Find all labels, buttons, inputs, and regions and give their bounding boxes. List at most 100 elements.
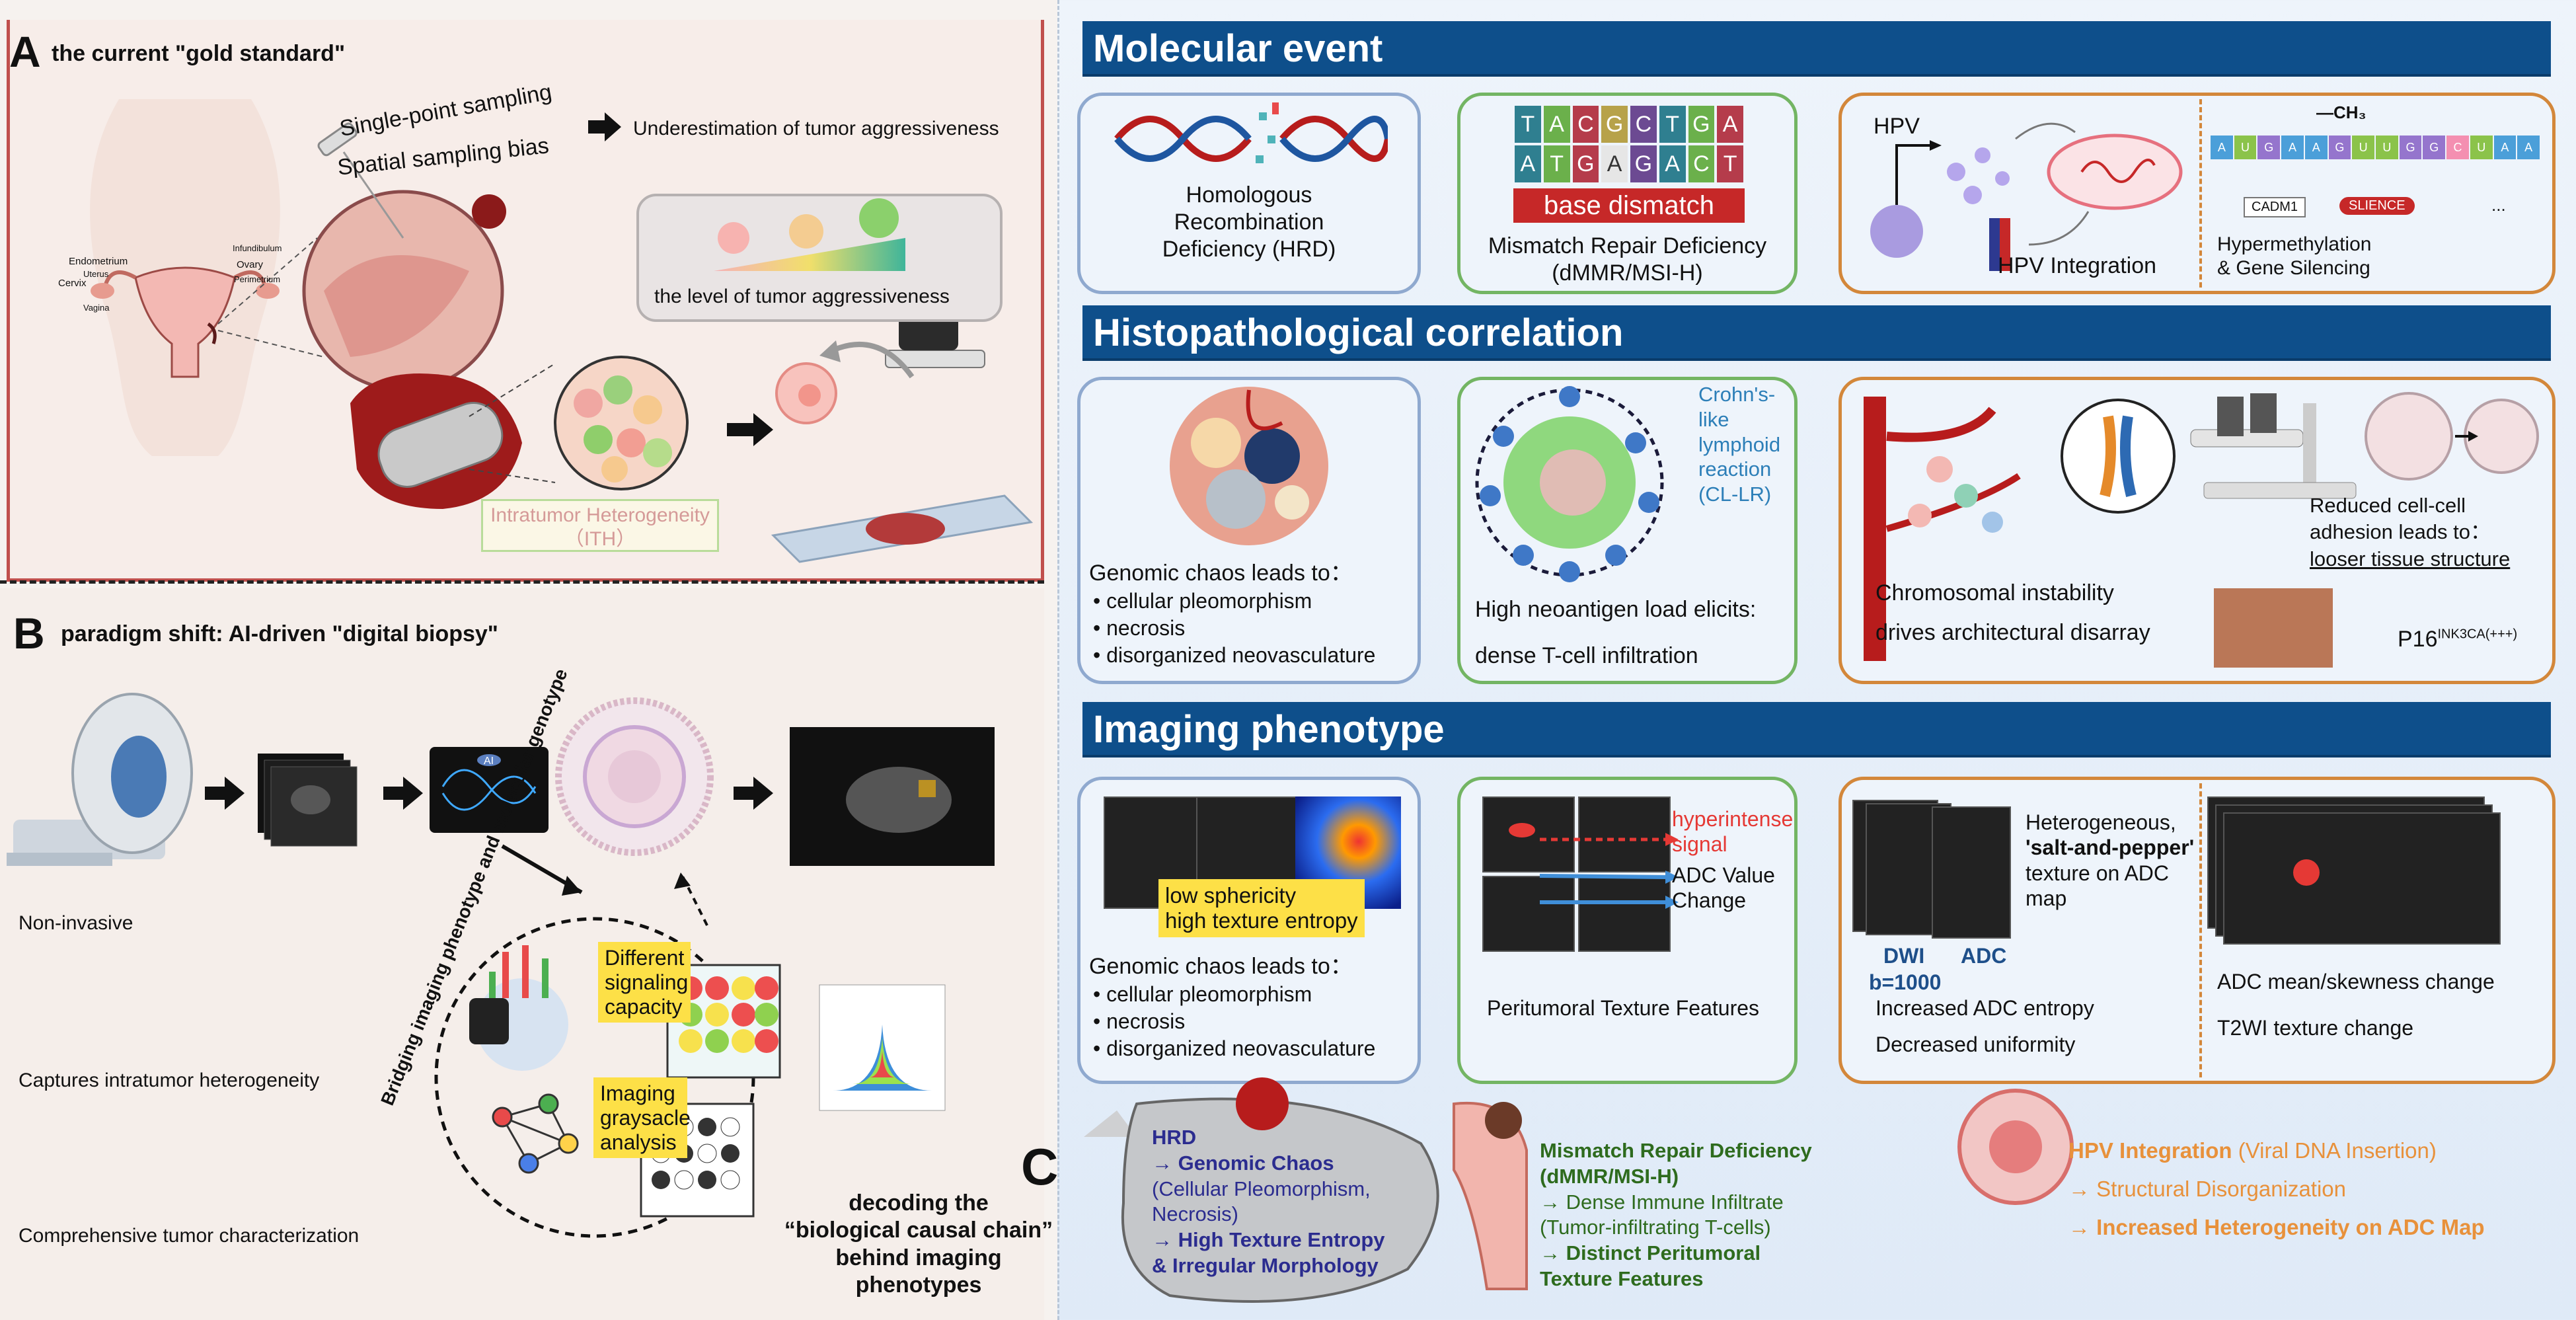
panel-c-caption-line3: behind imaging phenotypes [835,1245,1002,1298]
looser-tissue-line: looser tissue structure [2310,547,2511,570]
peritumoral-arrows [1539,833,1679,909]
mmr-chain-3: → Dense Immune Infiltrate [1540,1190,1784,1214]
hrd-chain-2: → Genomic Chaos [1152,1151,1334,1175]
dec-uniformity-label: Decreased uniformity [1875,1032,2076,1056]
crohn-line5: (CL-LR) [1698,483,1772,506]
dwi-label: DWI [1883,944,1925,968]
mmr-chain-6: Texture Features [1540,1266,1704,1290]
hpv-label: HPV [1874,114,1920,139]
hrd-line1: Homologous [1186,182,1312,208]
seq-base-3: A [2281,136,2304,159]
adc-change-line2: Change [1672,888,1747,913]
panel-b-letter: B [13,609,45,658]
tumor-cell-cluster [1170,387,1328,545]
base-dna_top-3: G [1601,106,1628,143]
mmr-chain-5: → Distinct Peritumoral [1540,1241,1761,1264]
hpv-box [1838,93,2556,294]
histo-genomic-intro: Genomic chaos leads to： [1089,561,1353,586]
t2wi-stack [2207,796,2505,949]
hrd-chain-3: (Cellular Pleomorphism, [1152,1177,1371,1200]
panel-c-caption-line2: “biological causal chain” [784,1218,1053,1243]
ith-line2: （ITH） [564,528,636,550]
panel-a-illustration [90,99,1034,563]
adc-divider [2199,783,2202,1077]
crohn-line1: Crohn's- [1698,383,1776,406]
hpv-integration-label: HPV Integration [1998,253,2157,278]
seq-base-7: U [2376,136,2398,159]
inc-entropy-label: Increased ADC entropy [1875,996,2094,1020]
tissue-slide [771,494,1034,563]
chrom-line1: Chromosomal instability [1875,580,2114,605]
mmr-caption-line2: (dMMR/MSI-H) [1552,260,1703,286]
mmr-chain: Mismatch Repair Deficiency (dMMR/MSI-H) … [1540,1138,1812,1292]
different-signaling-label: Different signaling capacity [598,942,691,1023]
dwi-adc-stack [1852,800,2018,939]
imaging-genomic-text: Genomic chaos leads to： cellular pleomor… [1089,952,1420,1062]
hpv-chain-2: (Viral DNA Insertion) [2238,1138,2437,1163]
panel-c-caption: decoding the “biological causal chain” b… [773,1190,1064,1300]
biopsy-needle [317,122,404,239]
chromosomal-illustration [1864,392,2539,668]
hpv-chain-4: → Increased Heterogeneity on ADC Map [2068,1214,2485,1239]
panel-c-letter: C [1021,1138,1059,1196]
histo-bullet-1: cellular pleomorphism [1093,588,1420,615]
signaling-cell-grid [666,964,781,1079]
seq-base-10: C [2446,136,2469,159]
molecular-event-header: Molecular event [1082,21,2551,77]
seq-base-11: U [2470,136,2493,159]
non-invasive-label: Non-invasive [19,912,133,934]
adc-mean-label: ADC mean/skewness change [2217,970,2495,993]
panel-b-illustration [7,693,995,1238]
imaging-genomic-intro: Genomic chaos leads to： [1089,954,1353,979]
ch3-label: —CH₃ [2316,102,2367,122]
crohn-line2: like [1698,407,1729,431]
hrd-chain-5: → High Texture Entropy [1152,1228,1385,1251]
neoantigen-line2: dense T-cell infiltration [1475,643,1698,668]
peritumoral-label: Peritumoral Texture Features [1487,996,1760,1020]
histo-bullet-3: disorganized neovasculature [1093,642,1420,669]
hyperintense-line1: hyperintense [1672,807,1794,831]
hetero-line4: map [2026,886,2067,911]
hpv-illustration [1870,122,2183,271]
label-endometrium: Endometrium [69,256,128,267]
base-dna_bottom-1: T [1543,145,1570,182]
panel-a-letter: A [9,27,41,76]
high-texture-entropy: high texture entropy [1165,908,1358,933]
hrd-chain: HRD → Genomic Chaos (Cellular Pleomorphi… [1152,1125,1385,1279]
hrd-text: Homologous Recombination Deficiency (HRD… [1084,182,1414,262]
adc-change-line1: ADC Value [1672,863,1775,887]
base-dna_top-2: C [1572,106,1599,143]
label-cervix: Cervix [58,278,87,289]
heterogeneous-cells [574,375,672,483]
low-sphericity: low sphericity [1165,883,1297,908]
mmr-chain-2: (dMMR/MSI-H) [1540,1164,1679,1188]
ai-network-chip [430,747,549,833]
base-dna_top-7: A [1717,106,1743,143]
imaging-bullet-3: disorganized neovasculature [1093,1035,1420,1062]
neoantigen-line1: High neoantigen load elicits: [1475,597,1757,622]
mmr-chain-4: (Tumor-infiltrating T-cells) [1540,1216,1771,1239]
uterus-diagram [91,266,280,378]
panel-b-title: paradigm shift: AI-driven "digital biops… [61,621,498,646]
base-dna_bottom-2: G [1572,145,1599,182]
mmr-caption-line1: Mismatch Repair Deficiency [1488,233,1767,258]
imaging-bullet-2: necrosis [1093,1008,1420,1035]
label-infundibulum: Infundibulum [233,243,282,253]
base-dismatch-label: base dismatch [1513,188,1745,223]
panel-a-title: the current "gold standard" [52,41,346,66]
mri-scanner-icon [7,693,193,866]
hypermeth-text: Hypermethylation & Gene Silencing [2217,233,2415,280]
seq-base-4: A [2304,136,2328,159]
captures-ith-label: Captures intratumor heterogeneity [19,1069,320,1091]
hypermeth-line2: & Gene Silencing [2217,257,2370,279]
t2wi-label: T2WI texture change [2217,1016,2414,1040]
adc-change-text: ADC Value Change [1672,863,1775,913]
histo-header: Histopathological correlation [1082,305,2551,361]
label-uterus: Uterus [83,269,109,279]
seq-base-13: A [2517,136,2540,159]
hpv-chain-1: HPV Integration [2068,1138,2232,1163]
comprehensive-label: Comprehensive tumor characterization [19,1225,360,1247]
lymphoid-reaction-icon [1475,386,1664,582]
seq-base-8: G [2399,136,2422,159]
